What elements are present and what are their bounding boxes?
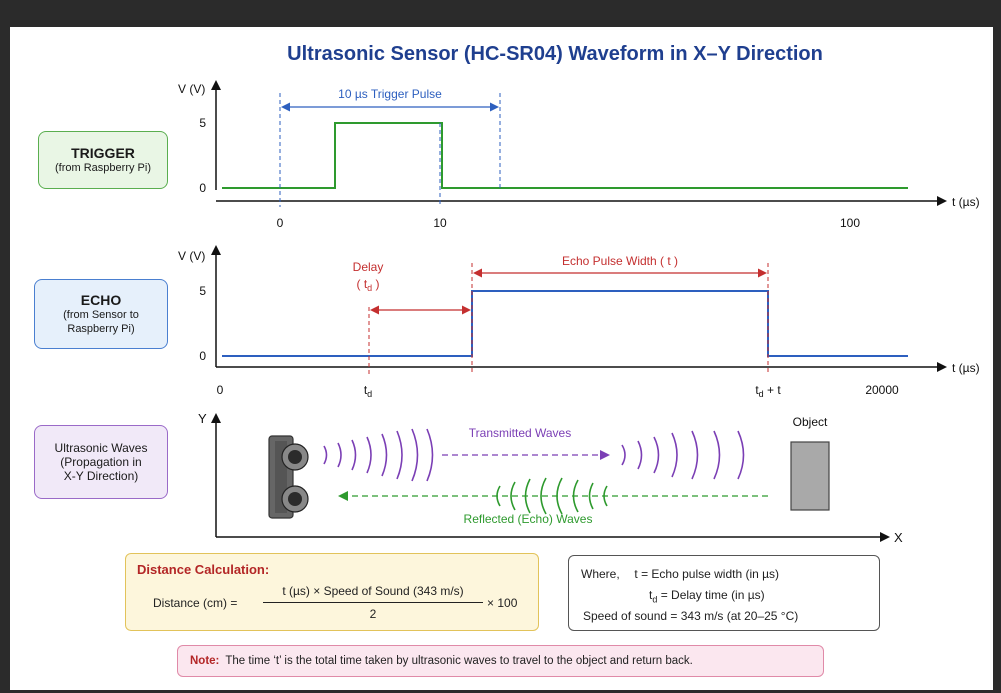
trigger-waveform (222, 122, 908, 189)
note-box: Note: The time ‘t’ is the total time tak… (177, 645, 824, 677)
waves-label-line2: (Propagation in (60, 455, 142, 469)
where-td-subscript: d (652, 594, 658, 605)
trigger-x-tick-10: 10 (433, 216, 447, 230)
where-td-symbol: t (649, 588, 653, 602)
note-label: Note: (190, 655, 220, 667)
object-block (790, 441, 830, 511)
delay-label: Delay (353, 260, 384, 274)
waves-plot: Y X (198, 411, 903, 545)
pulse-width-label: Echo Pulse Width ( t ) (562, 254, 678, 268)
diagram-title: Ultrasonic Sensor (HC-SR04) Waveform in … (287, 43, 823, 65)
echo-x-tick-td-plus-t: td + t (755, 383, 781, 399)
echo-label-title: ECHO (80, 292, 122, 308)
echo-y-axis-label: V (V) (178, 249, 205, 263)
trigger-label-title: TRIGGER (71, 145, 135, 161)
echo-x-tick-td: td (364, 383, 372, 399)
echo-x-tick-20000: 20000 (865, 383, 899, 397)
where-prefix: Where, (581, 567, 620, 581)
waveform-diagram: Ultrasonic Sensor (HC-SR04) Waveform in … (178, 43, 980, 545)
trigger-pulse-label: 10 µs Trigger Pulse (338, 87, 442, 101)
trigger-x-tick-0: 0 (277, 216, 284, 230)
echo-y-tick-0: 0 (199, 349, 206, 363)
transmitted-wavefronts-far (621, 430, 745, 480)
echo-plot: V (V) t (µs) 5 0 Delay ( td ) Echo Pulse… (178, 245, 980, 399)
distance-heading: Distance Calculation: (137, 562, 270, 577)
waves-y-axis-label: Y (198, 411, 207, 426)
where-box: Where, t = Echo pulse width (in µs) td =… (568, 555, 880, 631)
waves-label-line3: X-Y Direction) (63, 469, 139, 483)
echo-label-line1: (from Sensor to (63, 309, 139, 321)
waves-x-axis-label: X (894, 530, 903, 545)
waves-label-box: Ultrasonic Waves (Propagation in X-Y Dir… (34, 425, 168, 499)
trigger-y-axis-label: V (V) (178, 82, 205, 96)
fraction-bar (263, 602, 483, 603)
distance-denominator: 2 (369, 607, 377, 621)
echo-y-tick-5: 5 (199, 284, 206, 298)
distance-calculation-box: Distance Calculation: Distance (cm) = t … (125, 553, 539, 631)
ultrasonic-sensor-icon (268, 435, 309, 519)
note-text: The time ‘t’ is the total time taken by … (225, 655, 693, 667)
trigger-label-box: TRIGGER (from Raspberry Pi) (38, 131, 168, 189)
where-td-line: td = Delay time (in µs) (649, 588, 765, 604)
reflected-waves-label: Reflected (Echo) Waves (464, 512, 593, 526)
transmitted-waves-label: Transmitted Waves (469, 426, 571, 440)
echo-label-line2: Raspberry Pi) (67, 323, 135, 335)
object-label: Object (793, 415, 828, 429)
echo-waveform (222, 290, 908, 357)
diagram-canvas: TRIGGER (from Raspberry Pi) ECHO (from S… (10, 27, 993, 690)
where-t-line: Where, t = Echo pulse width (in µs) (581, 567, 779, 581)
where-t-symbol: t (634, 567, 638, 581)
distance-lhs: Distance (cm) = (153, 596, 238, 610)
transmitted-wavefronts-near (323, 428, 434, 482)
distance-numerator: t (µs) × Speed of Sound (343 m/s) (282, 584, 464, 598)
echo-x-tick-0: 0 (217, 383, 224, 397)
where-t-definition: = Echo pulse width (in µs) (641, 567, 780, 581)
where-speed-line: Speed of sound = 343 m/s (at 20–25 °C) (583, 609, 799, 623)
where-td-definition: = Delay time (in µs) (660, 588, 765, 602)
echo-label-box: ECHO (from Sensor to Raspberry Pi) (34, 279, 168, 349)
echo-x-axis-label: t (µs) (952, 361, 980, 375)
trigger-plot: V (V) t (µs) 5 0 10 µs Trigger Pulse 0 1… (178, 80, 980, 230)
trigger-x-axis-label: t (µs) (952, 195, 980, 209)
trigger-x-tick-100: 100 (840, 216, 860, 230)
reflected-wavefronts (496, 477, 608, 515)
delay-td-label: ( td ) (356, 277, 379, 293)
waves-label-line1: Ultrasonic Waves (54, 441, 148, 455)
distance-multiplier: × 100 (487, 596, 518, 610)
trigger-label-subtitle: (from Raspberry Pi) (55, 162, 151, 174)
trigger-y-tick-5: 5 (199, 116, 206, 130)
trigger-y-tick-0: 0 (199, 181, 206, 195)
